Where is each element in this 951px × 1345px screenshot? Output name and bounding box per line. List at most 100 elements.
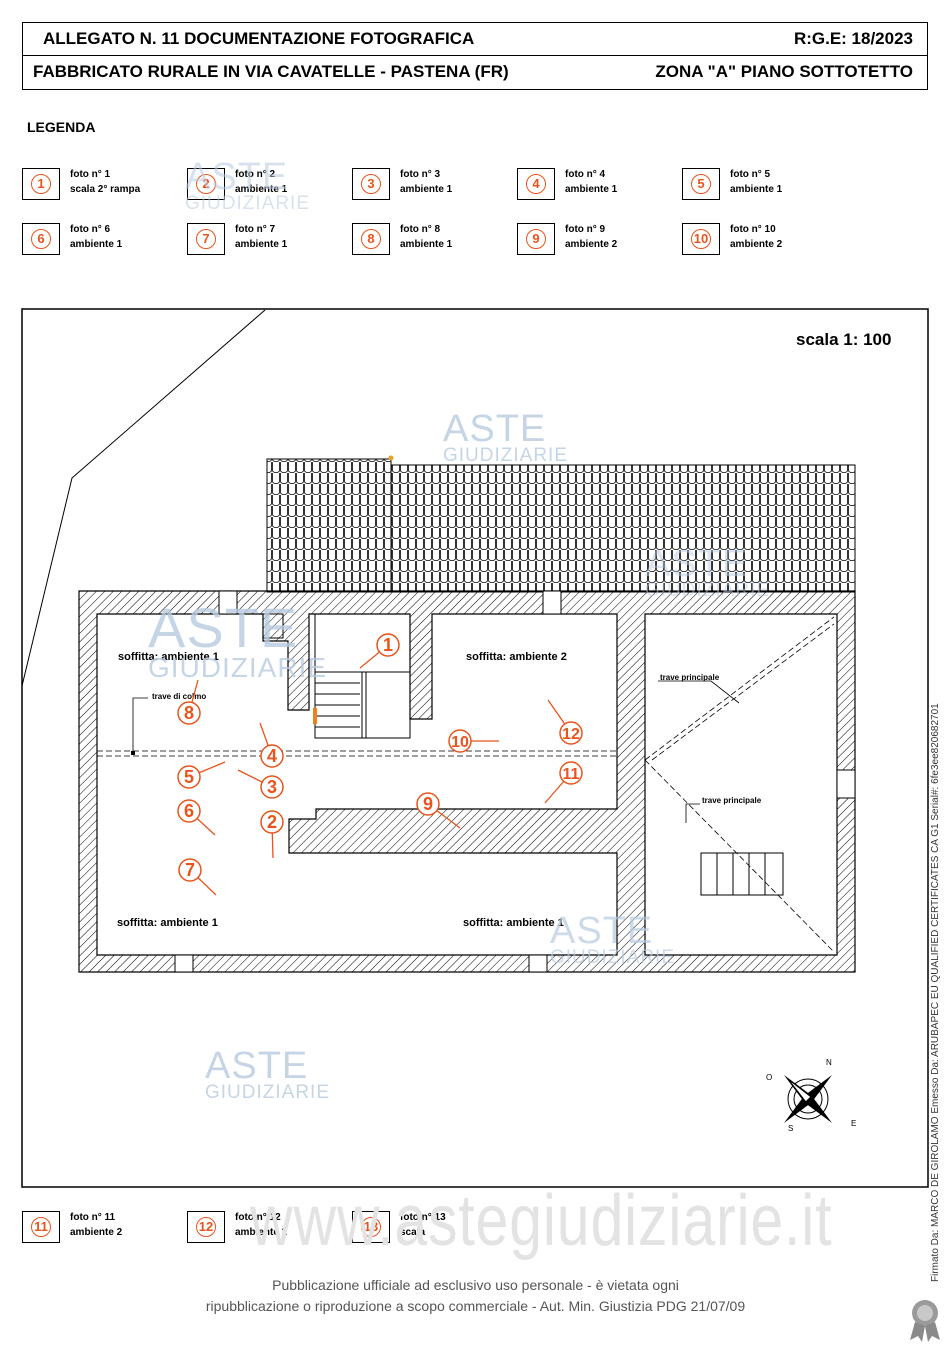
footer-line-2: ripubblicazione o riproduzione a scopo c… [205,1298,746,1314]
footer-line-1: Pubblicazione ufficiale ad esclusivo uso… [272,1277,679,1293]
staircase-right [700,852,784,896]
legend-box: 5 [682,168,720,200]
photo-marker-number: 7 [185,860,195,880]
legend-text: foto n° 8 ambiente 1 [400,222,452,252]
photo-marker-number: 2 [267,812,277,832]
photo-marker-number: 6 [184,801,194,821]
photo-marker-icon: 5 [691,174,711,194]
photo-marker-number: 12 [562,726,580,743]
legend-box: 1 [22,168,60,200]
legend-room: ambiente 1 [730,184,783,195]
zone-floor: ZONA "A" PIANO SOTTOTETTO [655,62,913,81]
photo-marker-number: 1 [383,635,393,655]
label-soffitta-1-bottom-left: soffitta: ambiente 1 [117,917,218,929]
compass-o-label: O [766,1073,772,1082]
photo-marker-8: 8 [177,679,201,725]
property-line [21,309,266,687]
document-title: ALLEGATO N. 11 DOCUMENTAZIONE FOTOGRAFIC… [43,29,475,48]
legend-box: 9 [517,223,555,255]
legend-photo: foto n° 11 [70,1212,116,1223]
photo-marker-12: 12 [547,699,583,745]
photo-marker-icon: 1 [31,174,51,194]
legend-photo: foto n° 10 [730,224,776,235]
signature-sidebar: Firmato Da: MARCO DE GIROLAMO Emesso Da:… [930,703,941,1282]
legend-photo: foto n° 6 [70,224,111,235]
photo-marker-icon: 10 [691,229,711,249]
plan-scale: scala 1: 100 [796,330,892,349]
legend-room: ambiente 1 [400,239,453,250]
walls [78,590,856,973]
legend-box: 3 [352,168,390,200]
legend-room: ambiente 1 [235,184,288,195]
label-trave-principale-1: trave principale [660,673,720,682]
legend-room: ambiente 2 [235,1227,288,1238]
legend-room: ambiente 1 [235,239,288,250]
legend-item: 10 foto n° 10 ambiente 2 [682,223,842,257]
photo-marker-10: 10 [448,729,499,753]
legend-photo: foto n° 3 [400,169,441,180]
compass-s-label: S [788,1124,793,1133]
legend-box: 2 [187,168,225,200]
photo-marker-number: 8 [184,703,194,723]
legend-text: foto n° 11 ambiente 2 [70,1210,122,1240]
legend-photo: foto n° 9 [565,224,606,235]
photo-marker-number: 11 [563,766,580,783]
legend-photo: foto n° 8 [400,224,441,235]
legend-box: 10 [682,223,720,255]
photo-marker-icon: 8 [361,229,381,249]
legend-room: ambiente 2 [730,239,783,250]
photo-marker-icon: 3 [361,174,381,194]
label-trave-principale-2: trave principale [702,796,762,805]
photo-marker-number: 9 [423,794,433,814]
photo-marker-2: 2 [260,810,284,859]
building-description: FABBRICATO RURALE IN VIA CAVATELLE - PAS… [33,62,509,81]
photo-marker-5: 5 [177,761,226,789]
header-row-2: FABBRICATO RURALE IN VIA CAVATELLE - PAS… [22,55,928,90]
roof-tiles-left [266,458,392,593]
staircase [314,613,411,739]
legend-box: 8 [352,223,390,255]
label-soffitta-2: soffitta: ambiente 2 [466,651,567,663]
compass-n-label: N [826,1058,832,1067]
legend-box: 7 [187,223,225,255]
legend-box: 13 [352,1211,390,1243]
legend-room: ambiente 2 [70,1227,123,1238]
photo-marker-number: 5 [184,767,194,787]
legend-text: foto n° 4 ambiente 1 [565,167,617,197]
photo-marker-9: 9 [416,792,461,829]
legend-photo: foto n° 4 [565,169,606,180]
legend-item: 11 foto n° 11 ambiente 2 [22,1211,182,1245]
legend-room: scala [400,1227,426,1238]
compass-e-label: E [851,1119,856,1128]
legend-photo: foto n° 12 [235,1212,281,1223]
photo-marker-7: 7 [178,858,217,896]
photo-marker-icon: 11 [31,1217,51,1237]
legend-room: ambiente 2 [565,239,618,250]
legend-room: scala 2° rampa [70,184,141,195]
photo-marker-icon: 6 [31,229,51,249]
legend-box: 4 [517,168,555,200]
legend-text: foto n° 12 ambiente 2 [235,1210,287,1240]
label-soffitta-1-bottom-right: soffitta: ambiente 1 [463,917,564,929]
photo-marker-icon: 2 [196,174,216,194]
photo-marker-number: 4 [267,746,277,766]
photo-marker-icon: 9 [526,229,546,249]
photo-marker-icon: 7 [196,229,216,249]
photo-marker-icon: 13 [361,1217,381,1237]
legend-room: ambiente 1 [565,184,618,195]
